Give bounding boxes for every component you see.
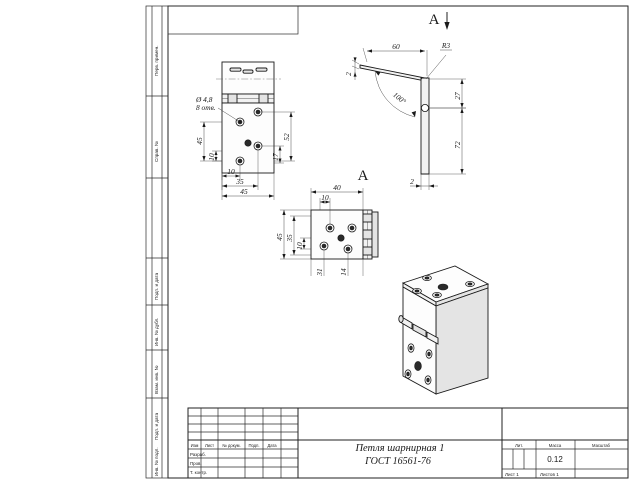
title-block-revision-grid — [188, 408, 299, 478]
front-dim-17: 17 — [262, 145, 284, 164]
side-column-labels: Перв. примен. Справ. № Подп. и дата Инв.… — [154, 45, 159, 476]
front-dim-17-label: 17 — [271, 153, 280, 161]
side-label-podp-data-2: Подп. и дата — [154, 412, 159, 440]
title-block: Изм Лист № докум. Подп. Дата Разраб. Про… — [187, 407, 629, 479]
spec-header-masshtab: Масштаб — [592, 443, 611, 448]
section-dim-2-top: 2 — [344, 57, 360, 80]
top-dim-14: 14 — [339, 253, 364, 276]
side-label-perv-primen: Перв. примен. — [154, 45, 159, 76]
section-dim-2-bottom: 2 — [410, 174, 438, 190]
title-block-revision-headers: Изм Лист № докум. Подп. Дата — [191, 443, 278, 448]
top-dim-10-left-label: 10 — [295, 242, 304, 250]
section-dim-27: 27 — [429, 78, 466, 109]
front-dim-10-bottom: 10 — [221, 165, 241, 180]
isometric-hinge-knuckles — [398, 315, 439, 345]
side-label-sprav: Справ. № — [154, 141, 159, 162]
section-view-A: A 100° 60 R3 — [344, 12, 466, 190]
title-block-name-panel: Петля шарнирная 1 ГОСТ 16561-76 — [298, 408, 503, 478]
section-dim-60-label: 60 — [392, 42, 400, 51]
rev-header-list: Лист — [205, 443, 214, 448]
front-dim-10-left: 10 — [207, 150, 222, 162]
part-title-line1: Петля шарнирная 1 — [354, 443, 444, 454]
rev-header-data: Дата — [267, 443, 277, 448]
top-dim-35: 35 — [285, 215, 311, 256]
section-dim-72: 72 — [429, 107, 466, 175]
spec-header-lit: Лит. — [515, 443, 523, 448]
isometric-front-holes — [404, 343, 433, 385]
top-dim-40-label: 40 — [333, 183, 341, 192]
front-dim-45-label: 45 — [240, 187, 248, 196]
title-block-spec-panel: Лит. Масса Масштаб 0.12 Лист 1 Листов 1 — [502, 439, 628, 478]
section-dim-27-label: 27 — [453, 92, 462, 100]
spec-value-massa: 0.12 — [547, 455, 563, 464]
top-dim-35-label: 35 — [285, 234, 294, 243]
front-dim-10-bottom-label: 10 — [227, 167, 235, 176]
sheet-frame — [145, 5, 629, 479]
side-label-inv-podl: Инв. № подл. — [154, 447, 159, 476]
top-dim-45: 45 — [275, 209, 311, 260]
top-view-label-A: A — [358, 168, 369, 184]
part-title-line2: ГОСТ 16561-76 — [364, 456, 431, 467]
front-dim-35-label: 35 — [235, 177, 244, 186]
top-dim-31: 31 — [310, 250, 325, 277]
front-dim-52: 52 — [258, 111, 295, 162]
isometric-top-holes — [412, 274, 475, 298]
front-dim-45-width: 45 — [221, 173, 275, 200]
role-label-tkontr: Т. контр. — [190, 470, 207, 475]
role-label-razrab: Разраб. — [190, 452, 206, 457]
top-dim-45-label: 45 — [275, 233, 284, 241]
front-dim-52-label: 52 — [282, 133, 291, 141]
section-dim-72-label: 72 — [453, 141, 462, 149]
title-block-roles: Разраб. Пров. Т. контр. — [190, 452, 207, 475]
front-view-hole-note-line1: Ø 4,8 — [195, 95, 213, 104]
section-dim-angle-label: 100° — [391, 90, 408, 106]
spec-sheets-label: Листов 1 — [540, 472, 559, 477]
top-dim-14-label: 14 — [339, 268, 348, 276]
section-dim-60: 60 — [362, 42, 428, 76]
rev-header-nodokum: № докум. — [222, 443, 240, 448]
isometric-view — [398, 265, 490, 395]
side-label-vzam-inv: Взам. инв. № — [154, 365, 159, 394]
front-view-hole-note-line2: 8 отв. — [196, 103, 216, 112]
front-dim-10-left-label: 10 — [207, 153, 216, 161]
top-dim-10-label: 10 — [321, 193, 329, 202]
top-dim-10: 10 — [319, 193, 331, 224]
section-arrow-label-A: A — [429, 12, 440, 28]
section-dim-2-top-label: 2 — [344, 72, 353, 76]
spec-sheet-label: Лист 1 — [505, 472, 519, 477]
top-dim-40: 40 — [310, 183, 364, 210]
side-column-dividers — [146, 95, 168, 399]
rev-header-izm: Изм — [191, 443, 199, 448]
front-dim-45-height-label: 45 — [195, 137, 204, 145]
front-view: Ø 4,8 8 отв. 45 35 10 — [195, 61, 295, 200]
section-dim-R3: R3 — [425, 41, 452, 80]
rev-header-podp: Подп. — [248, 443, 259, 448]
top-dim-31-label: 31 — [315, 268, 324, 276]
top-view: A 40 — [275, 168, 379, 277]
section-dim-2-bottom-label: 2 — [410, 177, 414, 186]
role-label-prov: Пров. — [190, 461, 202, 466]
side-label-inv-dubl: Инв. № дубл. — [154, 318, 159, 346]
spec-header-massa: Масса — [549, 443, 562, 448]
top-dim-10-left: 10 — [295, 237, 311, 250]
section-dim-R3-label: R3 — [441, 41, 451, 50]
side-label-podp-data-1: Подп. и дата — [154, 272, 159, 300]
